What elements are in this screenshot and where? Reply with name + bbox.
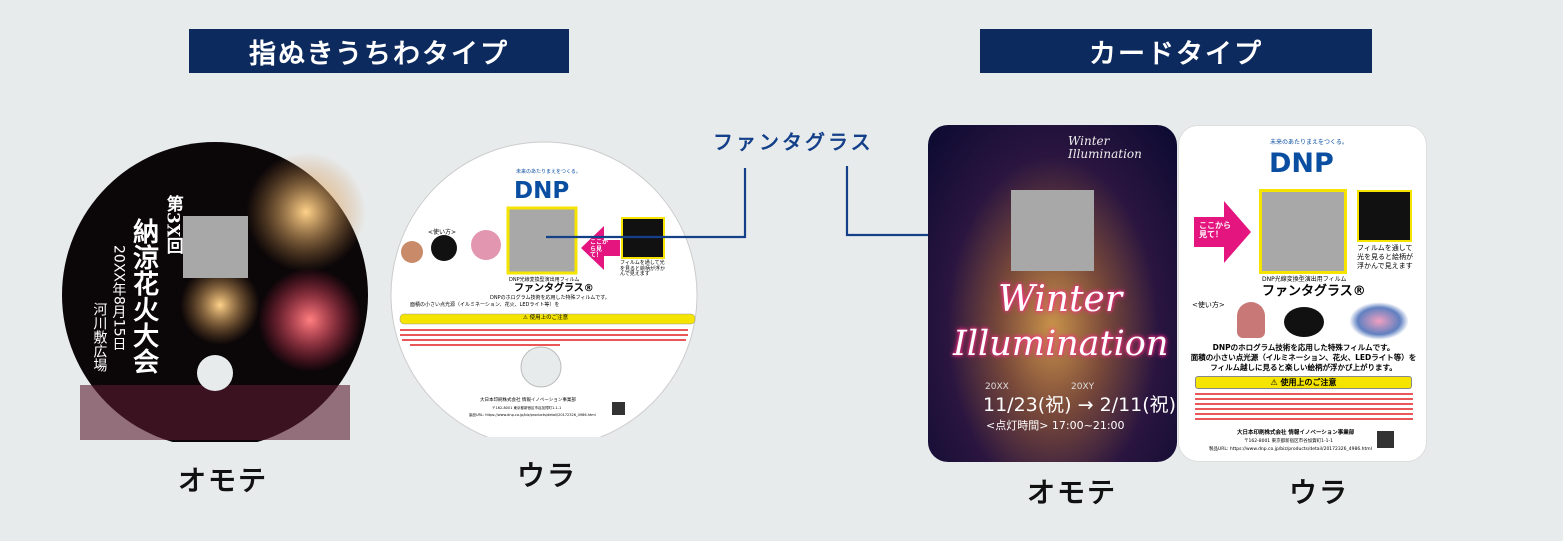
- card-type-header: カードタイプ: [980, 29, 1372, 73]
- uchiwa-front-disc: [62, 142, 368, 442]
- person-icon: [1237, 302, 1265, 338]
- look-here-text: ここから見て！: [590, 239, 609, 260]
- uchiwa-type-header: 指ぬきうちわタイプ: [189, 29, 569, 73]
- uchiwa-icon: [1284, 307, 1324, 337]
- tagline: 未来のあたりまえをつくる。: [1270, 139, 1348, 146]
- company-name: 大日本印刷株式会社 情報イノベーション事業部: [480, 398, 576, 403]
- company-address: 〒162-8001 東京都新宿区市谷加賀町1-1-1: [1244, 439, 1333, 444]
- product-name: ファンタグラス®: [1262, 284, 1366, 299]
- firework-icon: [471, 230, 501, 260]
- firework-icon: [246, 152, 366, 272]
- firework-icon: [180, 265, 260, 345]
- how-to-label: <使い方>: [428, 229, 457, 236]
- dnp-logo: DNP: [514, 178, 570, 204]
- film-note: フィルムを通して光を見ると絵柄が浮かんで見えます: [1357, 244, 1413, 270]
- caution-heading: ⚠ 使用上のご注意: [523, 315, 569, 321]
- product-url: 製品URL: https://www.dnp.co.jp/biz/product…: [469, 413, 596, 417]
- event-number: 第3X回: [162, 195, 183, 255]
- card-back: 未来のあたりまえをつくる。 DNP ここから見て！ フィルムを通して光を見ると絵…: [1178, 125, 1427, 462]
- fantaglass-label: ファンタグラス: [713, 130, 874, 154]
- company-address: 〒162-8001 東京都新宿区市谷加賀町1-1-1: [492, 406, 562, 410]
- event-dates: 11/23(祝) → 2/11(祝): [983, 394, 1177, 416]
- finger-hole: [197, 355, 233, 391]
- product-subtitle: DNP光線変換型演出用フィルム: [1262, 276, 1347, 283]
- pattern-sample-icon: [1357, 190, 1412, 242]
- event-place: 河川敷広場: [91, 302, 108, 372]
- title-illumination: Illumination: [953, 324, 1169, 364]
- description-line: フィルム越しに見ると楽しい絵柄が浮かび上がります。: [1210, 363, 1397, 372]
- fantaglass-window: [1011, 190, 1094, 271]
- fantaglass-window: [506, 206, 578, 275]
- caption-uchiwa-back: ウラ: [517, 459, 578, 492]
- fantaglass-window: [1259, 189, 1347, 274]
- event-date: 20XX年8月15日: [110, 245, 127, 351]
- tagline: 未来のあたりまえをつくる。: [516, 169, 581, 175]
- fantaglass-window: [183, 216, 248, 278]
- uchiwa-icon: [431, 235, 457, 261]
- film-note: フィルムを通して光を見ると絵柄が浮かんで見えます: [620, 260, 666, 277]
- description-line: DNPのホログラム技術を応用した特殊フィルムです。: [1212, 343, 1395, 352]
- small-title: Winter Illumination: [1068, 134, 1142, 161]
- caption-uchiwa-front: オモテ: [178, 464, 269, 497]
- how-to-label: <使い方>: [1192, 301, 1225, 309]
- title-winter: Winter: [998, 279, 1123, 320]
- qr-code: [1377, 431, 1394, 448]
- product-url: 製品URL: https://www.dnp.co.jp/biz/product…: [1209, 447, 1372, 452]
- firework-icon: [1349, 302, 1409, 340]
- product-name: ファンタグラス®: [514, 283, 594, 294]
- product-subtitle: DNP光線変換型演出用フィルム: [509, 277, 580, 283]
- firework-icon: [258, 268, 362, 372]
- uchiwa-back-disc: [390, 141, 698, 437]
- caution-text: [1195, 393, 1413, 423]
- caution-heading: ⚠ 使用上のご注意: [1195, 376, 1412, 389]
- person-icon: [401, 241, 423, 263]
- description-line: 面積の小さい点光源（イルミネーション、花火、LEDライト等）を: [1190, 353, 1417, 362]
- caption-card-back: ウラ: [1289, 476, 1350, 509]
- qr-code: [612, 402, 625, 415]
- arrow-icon: [1194, 201, 1251, 263]
- lighting-hours: <点灯時間> 17:00~21:00: [986, 419, 1125, 432]
- year-start: 20XX: [985, 382, 1009, 392]
- caption-card-front: オモテ: [1027, 476, 1118, 509]
- arrow-icon: [581, 226, 620, 270]
- finger-hole: [520, 346, 562, 388]
- card-front: Winter Illumination Winter Illumination …: [928, 125, 1177, 462]
- dnp-logo: DNP: [1269, 148, 1334, 179]
- company-name: 大日本印刷株式会社 情報イノベーション事業部: [1237, 430, 1355, 436]
- description-line: DNPのホログラム技術を応用した特殊フィルムです。: [490, 295, 610, 301]
- description-line: 面積の小さい点光源（イルミネーション、花火、LEDライト等）を: [410, 302, 560, 308]
- look-here-text: ここから見て！: [1199, 221, 1231, 239]
- year-end: 20XY: [1071, 382, 1095, 392]
- event-title: 納涼花火大会: [128, 218, 159, 374]
